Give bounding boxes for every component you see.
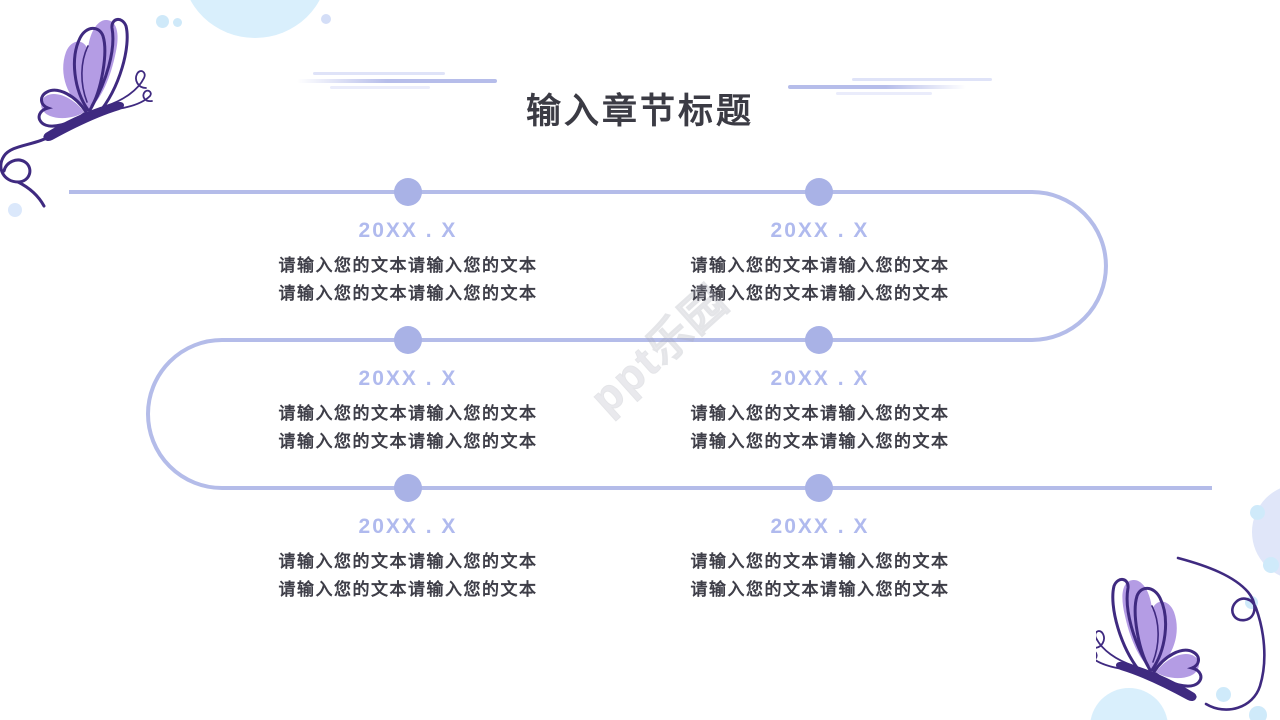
page-title: 输入章节标题 <box>525 92 755 132</box>
timeline-item-text: 请输入您的文本请输入您的文本 <box>690 404 950 423</box>
timeline-item: 20XX . X 请输入您的文本请输入您的文本 请输入您的文本请输入您的文本 <box>258 515 558 604</box>
timeline-node-dot <box>394 326 422 354</box>
timeline-item: 20XX . X 请输入您的文本请输入您的文本 请输入您的文本请输入您的文本 <box>670 367 970 456</box>
decor-dot <box>321 14 331 24</box>
timeline-item-text: 请输入您的文本请输入您的文本 <box>278 404 538 423</box>
timeline-node-dot <box>394 474 422 502</box>
timeline-item-text: 请输入您的文本请输入您的文本 <box>690 284 950 303</box>
timeline-item: 20XX . X 请输入您的文本请输入您的文本 请输入您的文本请输入您的文本 <box>258 219 558 308</box>
title-accent-line-right-faint <box>836 92 932 95</box>
timeline-node-dot <box>805 474 833 502</box>
timeline-item-text: 请输入您的文本请输入您的文本 <box>690 580 950 599</box>
timeline-item-text: 请输入您的文本请输入您的文本 <box>278 256 538 275</box>
timeline-node-dot <box>394 178 422 206</box>
timeline-item-text: 请输入您的文本请输入您的文本 <box>690 552 950 571</box>
timeline-item-date: 20XX . X <box>770 367 870 390</box>
timeline-item: 20XX . X 请输入您的文本请输入您的文本 请输入您的文本请输入您的文本 <box>670 219 970 308</box>
timeline-node-dot <box>805 326 833 354</box>
timeline-item-text: 请输入您的文本请输入您的文本 <box>278 284 538 303</box>
decor-dot <box>1263 557 1279 573</box>
timeline-item-text: 请输入您的文本请输入您的文本 <box>278 580 538 599</box>
timeline-item-date: 20XX . X <box>770 219 870 242</box>
decor-dot <box>1250 505 1265 520</box>
timeline-item-date: 20XX . X <box>358 515 458 538</box>
timeline-node-dot <box>805 178 833 206</box>
timeline-item-date: 20XX . X <box>358 219 458 242</box>
timeline-item-text: 请输入您的文本请输入您的文本 <box>690 256 950 275</box>
timeline-item: 20XX . X 请输入您的文本请输入您的文本 请输入您的文本请输入您的文本 <box>258 367 558 456</box>
timeline-item-text: 请输入您的文本请输入您的文本 <box>690 432 950 451</box>
title-accent-line-left-faint <box>313 72 445 75</box>
timeline-item-text: 请输入您的文本请输入您的文本 <box>278 552 538 571</box>
title-accent-line-left <box>297 79 497 83</box>
title-accent-line-right <box>788 85 966 89</box>
decor-dot <box>173 18 182 27</box>
title-accent-line-right-faint <box>852 78 992 81</box>
timeline-item: 20XX . X 请输入您的文本请输入您的文本 请输入您的文本请输入您的文本 <box>670 515 970 604</box>
timeline-item-date: 20XX . X <box>770 515 870 538</box>
timeline-item-text: 请输入您的文本请输入您的文本 <box>278 432 538 451</box>
timeline-item-date: 20XX . X <box>358 367 458 390</box>
title-accent-line-left-faint <box>330 86 430 89</box>
decor-dot <box>156 15 169 28</box>
